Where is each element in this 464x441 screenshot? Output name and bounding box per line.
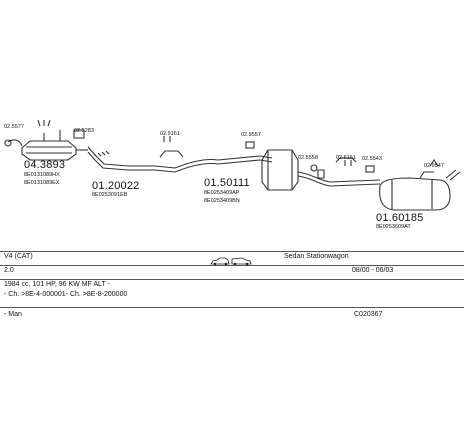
- oem-number: 8E0253409BN: [204, 198, 240, 204]
- oem-number: 8E0253609AT: [376, 224, 411, 230]
- engine-specs: 1984 cc, 101 HP, 96 KW MF ALT -: [4, 281, 110, 288]
- production-years: 08/00 - 06/03: [352, 267, 394, 274]
- part-number-front-pipe: 01.20022: [92, 180, 140, 192]
- body-type: Sedan Stationwagon: [284, 253, 349, 260]
- fitting-label-3: 02.9161: [160, 131, 180, 137]
- chassis-range: - Ch. >8E-4-000001- Ch. >8E-8-200000: [4, 291, 128, 298]
- front-pipe-shape: [87, 146, 273, 173]
- exhaust-system-diagram: 02.5577 02.5283 02.9161 02.9557 02.5558 …: [4, 119, 461, 230]
- info-row-displacement: 2.0 08/00 - 06/03: [0, 267, 464, 277]
- oem-number: 8E0253091EB: [92, 192, 128, 198]
- fitting-label-5: 02.5558: [298, 155, 318, 161]
- fitting-label-4: 02.9557: [241, 132, 261, 138]
- fitting-label-6: 02.6161: [336, 155, 356, 161]
- fitting-clamp-shapes: [37, 119, 439, 173]
- car-body-icon: [210, 253, 252, 271]
- vehicle-info-table: V4 (CAT) Sedan Stationwagon 2.0 08/00 - …: [0, 251, 464, 321]
- info-row-transmission: - Man C020367: [0, 311, 464, 321]
- info-row-engine: V4 (CAT) Sedan Stationwagon: [0, 253, 464, 266]
- info-row-specs: 1984 cc, 101 HP, 96 KW MF ALT -: [0, 281, 464, 291]
- fitting-label-2: 02.5283: [74, 128, 94, 134]
- info-row-chassis: - Ch. >8E-4-000001- Ch. >8E-8-200000: [0, 291, 464, 301]
- part-number-cat-converter: 04.3893: [24, 159, 66, 171]
- oem-number: 8E0131089EX: [24, 180, 60, 186]
- part-number-rear-silencer: 01.60185: [376, 212, 424, 224]
- oem-number: 8E0131089HX: [24, 172, 60, 178]
- fitting-label-8: 02.9547: [424, 163, 444, 169]
- table-divider: [0, 307, 464, 308]
- exhaust-drawing: [4, 119, 461, 211]
- table-divider: [0, 251, 464, 252]
- table-divider: [0, 265, 464, 266]
- displacement: 2.0: [4, 267, 14, 274]
- fitting-label-7: 02.5543: [362, 156, 382, 162]
- catalog-code: C020367: [354, 311, 383, 318]
- catalytic-converter-shape: [4, 130, 88, 161]
- oem-number: 8E0253409AP: [204, 190, 240, 196]
- transmission: - Man: [4, 311, 22, 318]
- part-number-middle-silencer: 01.50111: [204, 177, 250, 189]
- table-divider: [0, 279, 464, 280]
- engine-label: V4 (CAT): [4, 253, 33, 260]
- rear-silencer-shape: [379, 169, 461, 211]
- fitting-label-1: 02.5577: [4, 124, 24, 130]
- middle-silencer-shape: [261, 149, 381, 191]
